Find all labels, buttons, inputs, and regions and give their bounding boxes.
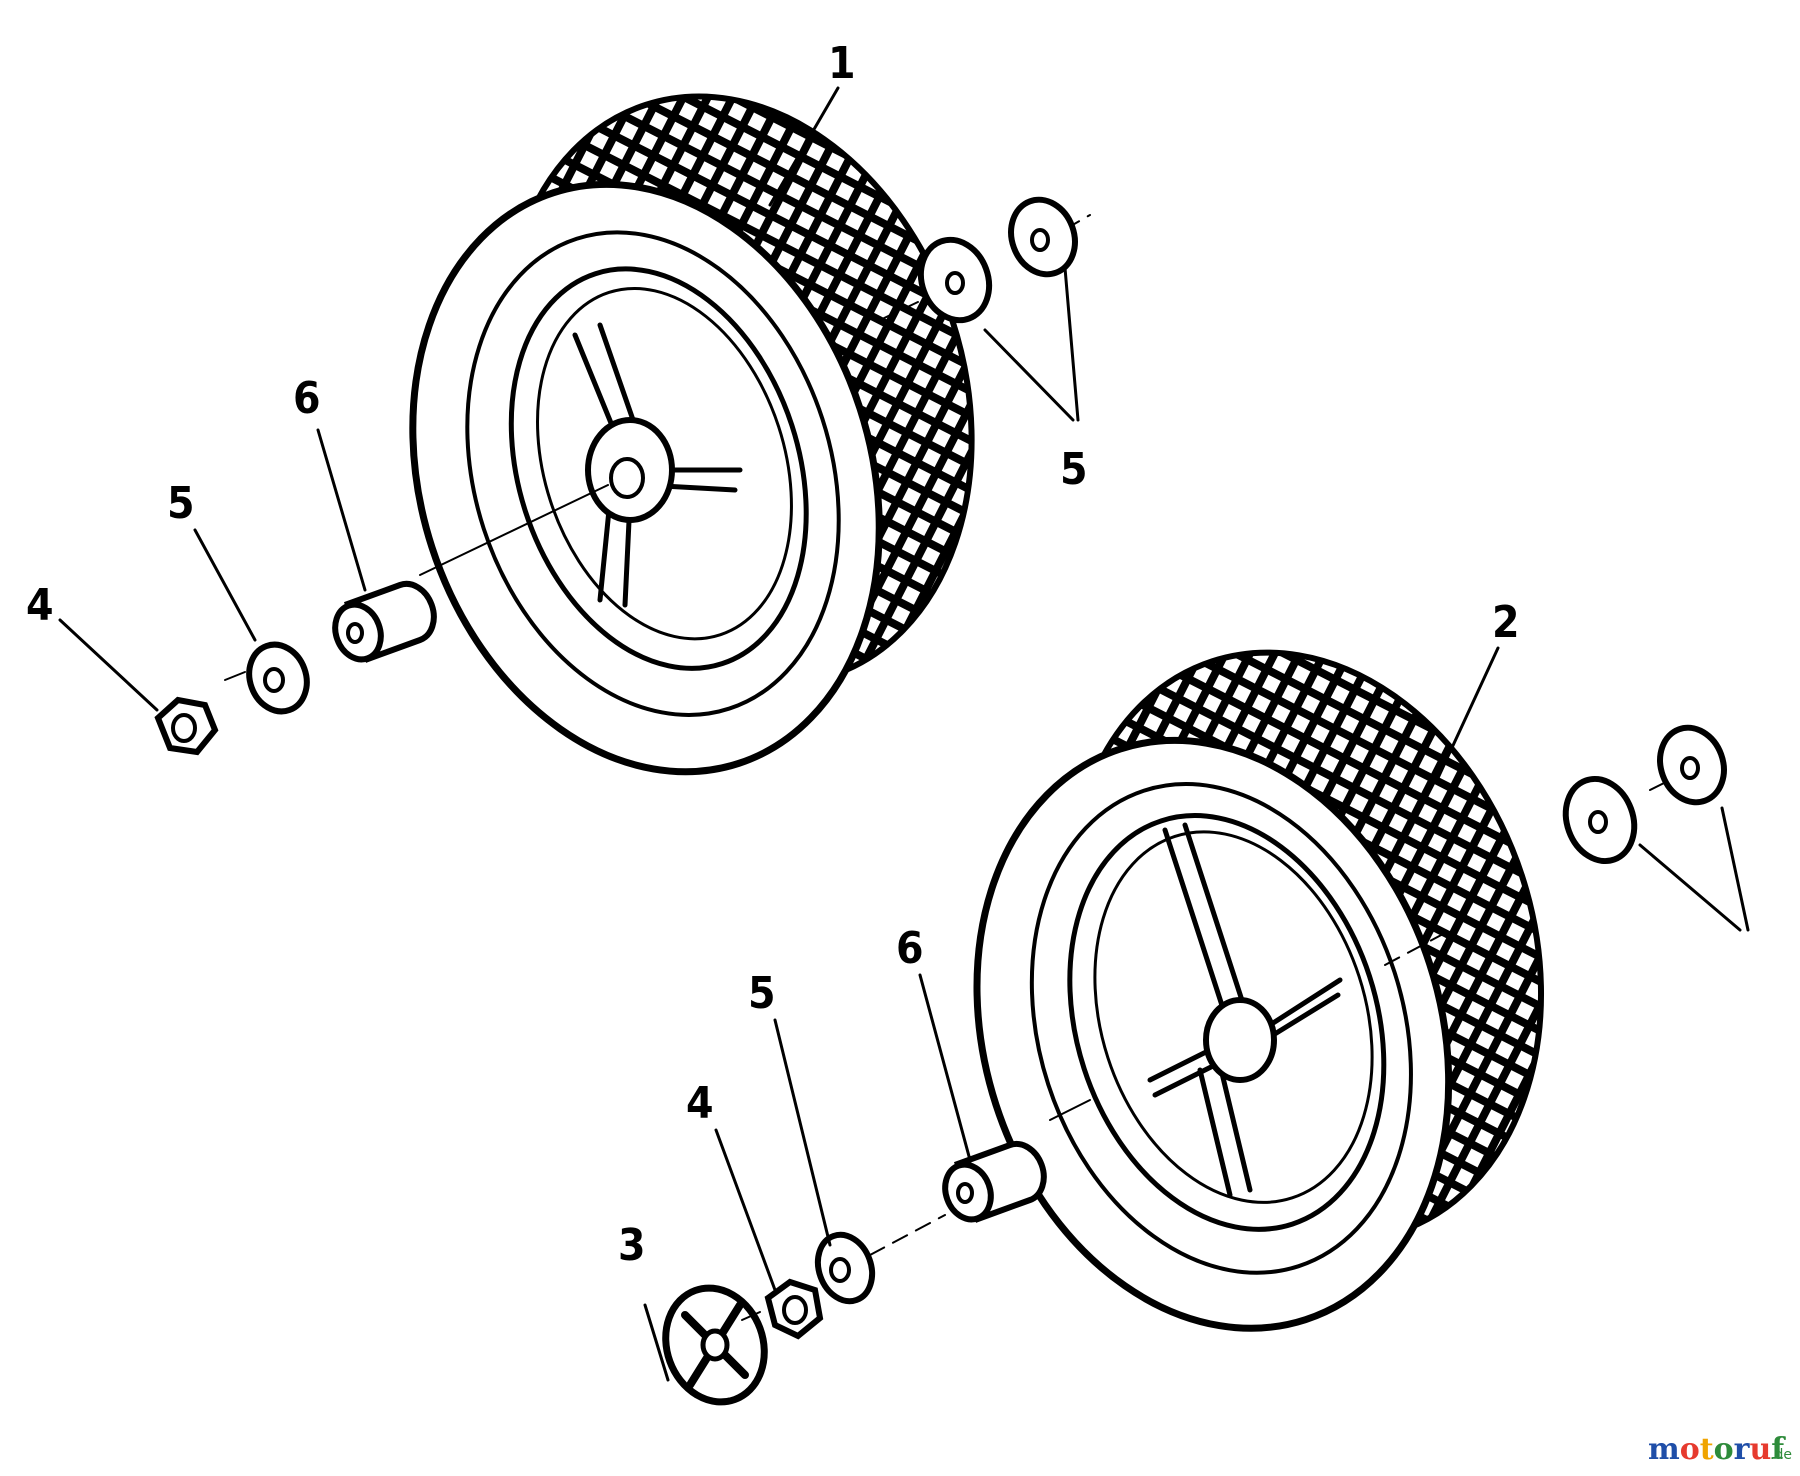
lower-spacer xyxy=(942,1140,1047,1223)
lower-wheel-spokes xyxy=(1147,822,1343,1198)
label-wheel-upper: 1 xyxy=(828,38,856,89)
svg-text:motoruf: motoruf xyxy=(1648,1432,1786,1467)
label-washer-left: 5 xyxy=(167,478,195,529)
label-wheel-lower: 2 xyxy=(1492,597,1520,648)
left-washer xyxy=(246,641,310,715)
label-hubcap: 3 xyxy=(618,1220,646,1271)
leader-lines xyxy=(58,86,1750,1382)
label-washer-lower: 5 xyxy=(748,968,776,1019)
watermark-letter: r xyxy=(1734,1432,1751,1467)
watermark-letter: o xyxy=(1714,1432,1734,1467)
label-spacer-lower: 6 xyxy=(896,923,924,974)
upper-wheel xyxy=(409,93,1091,776)
watermark-suffix: .de xyxy=(1770,1447,1792,1463)
hubcap xyxy=(662,1284,768,1406)
label-spacer-upper: 6 xyxy=(293,373,321,424)
label-nut-lower: 4 xyxy=(686,1078,714,1129)
upper-right-washers xyxy=(917,196,1078,324)
lower-washer xyxy=(814,1231,876,1305)
label-washers-upper-right: 5 xyxy=(1060,444,1088,495)
watermark-letter: m xyxy=(1648,1432,1680,1467)
watermark-letter: f xyxy=(1771,1432,1786,1467)
watermark-logo: motoruf .de xyxy=(1648,1432,1792,1467)
lower-right-washers xyxy=(1562,724,1727,865)
lower-wheel xyxy=(973,649,1721,1332)
label-nut-left: 4 xyxy=(26,580,54,631)
watermark-letter: u xyxy=(1749,1432,1771,1467)
watermark-letter: t xyxy=(1700,1432,1714,1467)
watermark-letter: o xyxy=(1680,1432,1700,1467)
left-nut xyxy=(154,696,219,756)
upper-spacer xyxy=(332,580,437,663)
lower-wheel-hub xyxy=(1203,997,1277,1083)
lower-nut xyxy=(764,1278,824,1340)
